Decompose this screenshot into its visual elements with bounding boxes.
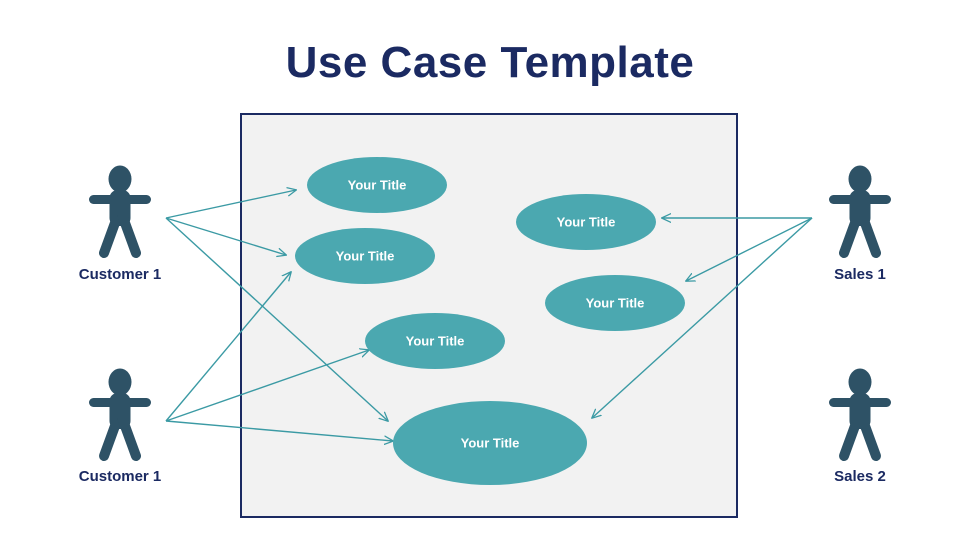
- use-case-uc6[interactable]: Your Title: [393, 401, 587, 485]
- association-customer-1-top-to-uc2[interactable]: [165, 217, 286, 255]
- association-sales-1-to-uc4[interactable]: [686, 217, 813, 281]
- association-customer-1-bottom-to-uc5[interactable]: [165, 350, 369, 422]
- actor-label: Sales 1: [834, 266, 886, 283]
- use-case-label: Your Title: [557, 214, 616, 229]
- actor-stick-figure-icon[interactable]: [89, 368, 151, 461]
- use-case-ellipse[interactable]: [545, 275, 685, 331]
- use-case-uc3[interactable]: Your Title: [516, 194, 656, 250]
- actor-sales-2[interactable]: Sales 2: [829, 368, 891, 485]
- use-case-label: Your Title: [586, 295, 645, 310]
- association-customer-1-top-to-uc1[interactable]: [165, 190, 296, 219]
- use-case-uc1[interactable]: Your Title: [307, 157, 447, 213]
- actor-stick-figure-icon[interactable]: [829, 165, 891, 258]
- use-case-ellipse[interactable]: [365, 313, 505, 369]
- actor-stick-figure-icon[interactable]: [89, 165, 151, 258]
- actor-sales-1[interactable]: Sales 1: [829, 165, 891, 283]
- association-sales-1-to-uc6[interactable]: [592, 217, 813, 418]
- use-case-label: Your Title: [406, 333, 465, 348]
- use-case-ellipse[interactable]: [295, 228, 435, 284]
- actor-customer-1-top[interactable]: Customer 1: [79, 165, 162, 283]
- actor-customer-1-bottom[interactable]: Customer 1: [79, 368, 162, 485]
- use-case-ellipse[interactable]: [516, 194, 656, 250]
- actor-label: Customer 1: [79, 468, 162, 485]
- association-customer-1-top-to-uc6[interactable]: [165, 217, 388, 421]
- association-arrows: [165, 190, 813, 441]
- page-title: Use Case Template: [285, 38, 695, 87]
- use-case-label: Your Title: [348, 177, 407, 192]
- actor-figures: Customer 1 Customer 1 Sales 1 Sales 2: [79, 165, 891, 485]
- actor-stick-figure-icon[interactable]: [829, 368, 891, 461]
- use-case-uc2[interactable]: Your Title: [295, 228, 435, 284]
- use-case-uc4[interactable]: Your Title: [545, 275, 685, 331]
- actor-label: Sales 2: [834, 468, 886, 485]
- actor-label: Customer 1: [79, 266, 162, 283]
- association-customer-1-bottom-to-uc2[interactable]: [165, 272, 291, 422]
- use-case-ellipse[interactable]: [307, 157, 447, 213]
- use-case-uc5[interactable]: Your Title: [365, 313, 505, 369]
- association-customer-1-bottom-to-uc6[interactable]: [165, 420, 393, 441]
- use-case-label: Your Title: [336, 248, 395, 263]
- use-case-label: Your Title: [461, 435, 520, 450]
- use-case-ellipse[interactable]: [393, 401, 587, 485]
